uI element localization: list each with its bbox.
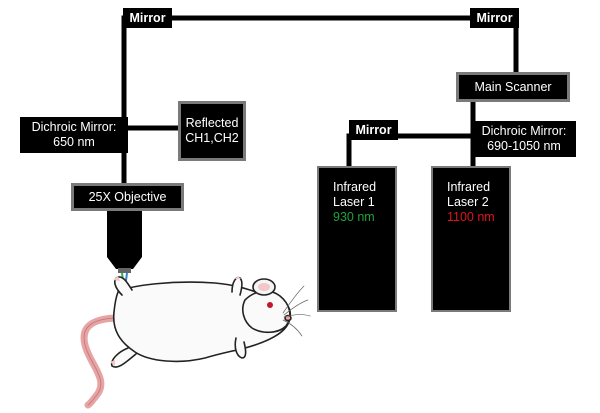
mouse-leg-hind-lower xyxy=(110,347,137,368)
mouse-eye xyxy=(267,302,273,308)
reflected-box: Reflected CH1,CH2 xyxy=(178,101,246,161)
dichroic-right-line2: 690-1050 nm xyxy=(487,139,561,153)
mouse-paw-front-lower xyxy=(234,337,247,359)
reflected-line1: Reflected xyxy=(185,116,239,130)
dichroic-mirror-right-label: Dichroic Mirror: 690-1050 nm xyxy=(472,121,576,157)
laser-1-wavelength: 930 nm xyxy=(333,210,375,224)
laser-1-line2: Laser 1 xyxy=(333,195,375,209)
mirror-top-right-label: Mirror xyxy=(470,8,519,28)
laser-2-wavelength: 1100 nm xyxy=(447,210,495,224)
main-scanner-box: Main Scanner xyxy=(456,72,570,102)
objective-lens-tip xyxy=(107,257,142,269)
mouse-whiskers xyxy=(282,285,311,337)
objective-lens-front xyxy=(118,268,131,273)
mouse-illustration xyxy=(80,276,311,409)
mouse-nose xyxy=(284,314,292,322)
laser-1-line1: Infrared xyxy=(333,180,377,194)
beam-path-main xyxy=(121,15,519,185)
laser-2-line1: Infrared xyxy=(447,180,491,194)
laser-2-line2: Laser 2 xyxy=(447,195,489,209)
mirror-top-left-label: Mirror xyxy=(123,8,172,28)
mouse-paw-front-upper xyxy=(231,276,243,296)
dichroic-left-line1: Dichroic Mirror: xyxy=(31,120,117,134)
infrared-laser-2-box: Infrared Laser 2 1100 nm xyxy=(431,166,511,312)
objective-lens-body xyxy=(107,209,142,257)
dichroic-left-line2: 650 nm xyxy=(53,135,95,149)
mouse-head xyxy=(242,290,291,334)
reflected-line2: CH1,CH2 xyxy=(185,131,239,145)
dichroic-right-line1: Dichroic Mirror: xyxy=(481,124,567,138)
objective-label-box: 25X Objective xyxy=(71,183,184,211)
mirror-mid-label: Mirror xyxy=(349,120,398,140)
beam-path-laser1 xyxy=(346,133,476,173)
infrared-laser-1-box: Infrared Laser 1 930 nm xyxy=(317,166,397,312)
dichroic-mirror-left-label: Dichroic Mirror: 650 nm xyxy=(20,117,128,153)
